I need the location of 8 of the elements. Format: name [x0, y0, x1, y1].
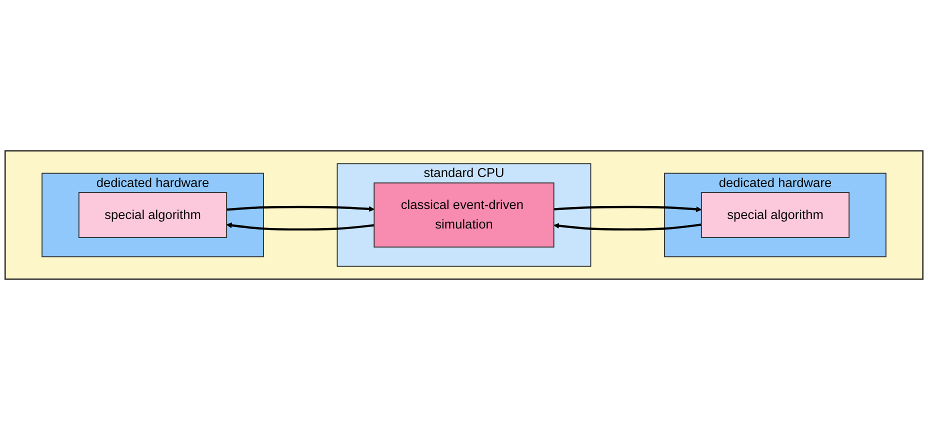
arrow: [554, 206, 702, 212]
node-box: special algorithm: [78, 192, 228, 238]
arrow: [226, 222, 374, 231]
arrow: [554, 223, 702, 231]
cluster: [4, 150, 924, 280]
node-box: special algorithm: [700, 192, 850, 238]
arrow: [226, 206, 374, 212]
node-box: classical event-driven simulation: [374, 182, 554, 248]
